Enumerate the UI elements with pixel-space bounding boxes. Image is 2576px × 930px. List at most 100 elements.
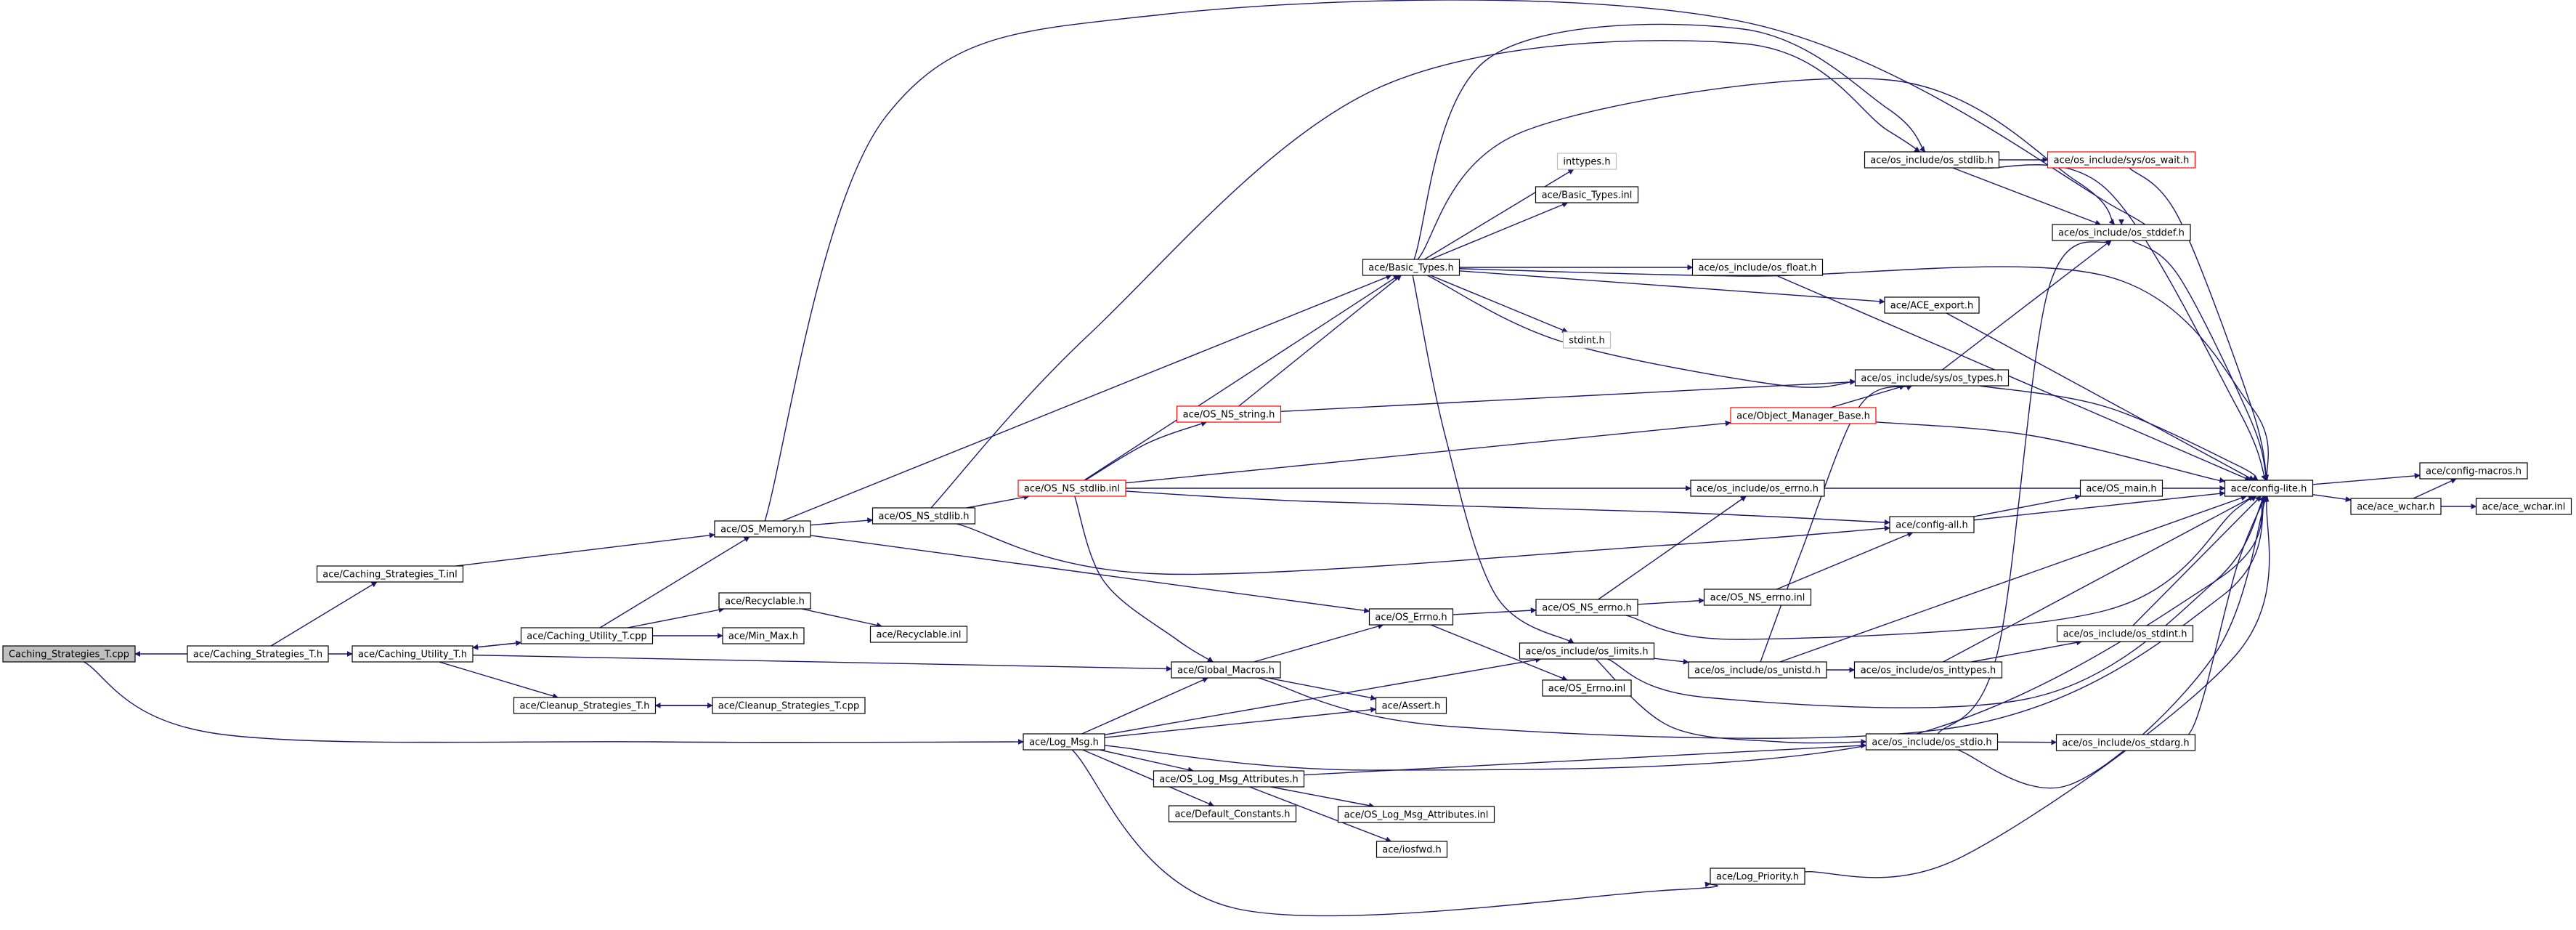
node-stdint-h[interactable]: stdint.h xyxy=(1562,331,1612,349)
node-ace-caching-strategies-t-inl[interactable]: ace/Caching_Strategies_T.inl xyxy=(316,565,464,583)
node-ace-cleanup-strategies-t-cpp[interactable]: ace/Cleanup_Strategies_T.cpp xyxy=(712,697,866,714)
node-label: ace/Caching_Strategies_T.inl xyxy=(322,570,457,581)
node-ace-os-include-sys-os-wait-h[interactable]: ace/os_include/sys/os_wait.h xyxy=(2047,151,2196,169)
edge-n10-to-n16 xyxy=(810,535,1370,614)
node-ace-ace-wchar-h[interactable]: ace/ace_wchar.h xyxy=(2350,498,2442,515)
node-box xyxy=(714,520,811,538)
node-ace-global-macros-h[interactable]: ace/Global_Macros.h xyxy=(1171,661,1281,679)
node-ace-caching-utility-t-cpp[interactable]: ace/Caching_Utility_T.cpp xyxy=(520,627,654,644)
node-ace-assert-h[interactable]: ace/Assert.h xyxy=(1375,697,1447,714)
edge-n44-to-n46 xyxy=(1973,490,2226,521)
edge-n28-to-n46 xyxy=(1946,312,2255,481)
node-ace-cleanup-strategies-t-h[interactable]: ace/Cleanup_Strategies_T.h xyxy=(513,697,657,714)
node-label: ace/iosfwd.h xyxy=(1382,845,1441,856)
node-ace-os-errno-inl[interactable]: ace/OS_Errno.inl xyxy=(1542,679,1632,697)
node-label: ace/os_include/os_stdarg.h xyxy=(2062,738,2189,749)
node-box xyxy=(2,645,136,663)
edge-n16-to-n31 xyxy=(1452,607,1537,615)
node-label: ace/Basic_Types.h xyxy=(1368,263,1453,274)
node-ace-config-macros-h[interactable]: ace/config-macros.h xyxy=(2419,462,2528,480)
node-ace-os-ns-stdlib-inl[interactable]: ace/OS_NS_stdlib.inl xyxy=(1017,480,1126,497)
node-ace-config-lite-h[interactable]: ace/config-lite.h xyxy=(2224,480,2314,497)
edge-n44-to-n45 xyxy=(1973,494,2081,517)
edge-n18-to-n19 xyxy=(1099,749,1194,773)
node-ace-os-errno-h[interactable]: ace/OS_Errno.h xyxy=(1368,608,1454,626)
node-ace-iosfwd-h[interactable]: ace/iosfwd.h xyxy=(1376,841,1448,858)
edge-n12-to-n23 xyxy=(1084,275,1399,481)
node-label: ace/OS_NS_errno.inl xyxy=(1710,593,1805,604)
node-ace-os-include-os-stdarg-h[interactable]: ace/os_include/os_stdarg.h xyxy=(2055,734,2196,751)
node-ace-default-constants-h[interactable]: ace/Default_Constants.h xyxy=(1168,805,1297,822)
node-ace-config-all-h[interactable]: ace/config-all.h xyxy=(1889,516,1975,533)
node-ace-object-manager-base-h[interactable]: ace/Object_Manager_Base.h xyxy=(1730,407,1877,424)
node-box xyxy=(1168,805,1297,822)
node-box xyxy=(316,565,464,583)
node-ace-os-include-os-stdlib-h[interactable]: ace/os_include/os_stdlib.h xyxy=(1864,151,2000,169)
edge-n2-to-n10 xyxy=(455,532,715,567)
node-ace-os-include-os-stdint-h[interactable]: ace/os_include/os_stdint.h xyxy=(2056,625,2194,642)
node-ace-os-include-os-errno-h[interactable]: ace/os_include/os_errno.h xyxy=(1690,480,1825,497)
edge-n31-to-n30 xyxy=(1598,496,1747,600)
edge-n31-to-n46 xyxy=(1625,495,2257,640)
node-ace-ace-export-h[interactable]: ace/ACE_export.h xyxy=(1884,296,1980,314)
node-ace-basic-types-h[interactable]: ace/Basic_Types.h xyxy=(1362,259,1460,276)
node-box xyxy=(1171,661,1281,679)
edge-n37-to-n46 xyxy=(1957,496,2268,789)
node-ace-os-include-os-inttypes-h[interactable]: ace/os_include/os_inttypes.h xyxy=(1853,661,2003,679)
node-box xyxy=(1690,480,1825,497)
node-ace-caching-utility-t-h[interactable]: ace/Caching_Utility_T.h xyxy=(352,645,474,663)
node-caching-strategies-t-cpp[interactable]: Caching_Strategies_T.cpp xyxy=(2,645,136,663)
node-ace-os-main-h[interactable]: ace/OS_main.h xyxy=(2079,480,2163,497)
edge-n18-to-n15 xyxy=(1104,706,1377,738)
node-box xyxy=(2224,480,2314,497)
node-box xyxy=(718,592,811,610)
node-ace-basic-types-inl[interactable]: ace/Basic_Types.inl xyxy=(1535,186,1639,203)
node-box xyxy=(1535,599,1638,616)
node-label: ace/OS_Log_Msg_Attributes.h xyxy=(1159,775,1298,785)
node-box xyxy=(1362,259,1460,276)
node-label: ace/os_include/sys/os_types.h xyxy=(1861,373,2002,384)
node-ace-recyclable-inl[interactable]: ace/Recyclable.inl xyxy=(869,626,968,643)
node-ace-ace-wchar-inl[interactable]: ace/ace_wchar.inl xyxy=(2475,498,2572,515)
edge-n14-to-n15 xyxy=(1267,677,1377,701)
node-ace-os-include-os-float-h[interactable]: ace/os_include/os_float.h xyxy=(1691,259,1824,276)
edge-n33-to-n34 xyxy=(1654,658,1689,665)
node-ace-os-ns-errno-h[interactable]: ace/OS_NS_errno.h xyxy=(1535,599,1638,616)
node-label: ace/os_include/os_limits.h xyxy=(1525,647,1648,658)
node-box xyxy=(712,697,866,714)
node-ace-min-max-h[interactable]: ace/Min_Max.h xyxy=(722,627,805,644)
node-box xyxy=(2079,480,2163,497)
node-label: ace/os_include/sys/os_wait.h xyxy=(2054,155,2190,166)
node-ace-os-include-os-limits-h[interactable]: ace/os_include/os_limits.h xyxy=(1519,642,1655,660)
node-ace-log-priority-h[interactable]: ace/Log_Priority.h xyxy=(1710,868,1805,885)
node-box xyxy=(2475,498,2572,515)
edge-n12-to-n13 xyxy=(1085,421,1207,481)
node-ace-os-include-os-unistd-h[interactable]: ace/os_include/os_unistd.h xyxy=(1688,661,1827,679)
node-ace-caching-strategies-t-h[interactable]: ace/Caching_Strategies_T.h xyxy=(187,645,329,663)
node-box xyxy=(1562,331,1612,349)
node-ace-os-include-sys-os-types-h[interactable]: ace/os_include/sys/os_types.h xyxy=(1854,369,2010,387)
node-ace-recyclable-h[interactable]: ace/Recyclable.h xyxy=(718,592,811,610)
edge-n12-to-n14 xyxy=(1074,496,1214,663)
node-ace-os-memory-h[interactable]: ace/OS_Memory.h xyxy=(714,520,811,538)
node-ace-os-log-msg-attributes-h[interactable]: ace/OS_Log_Msg_Attributes.h xyxy=(1153,770,1305,788)
node-ace-os-ns-stdlib-h[interactable]: ace/OS_NS_stdlib.h xyxy=(871,507,976,525)
edge-n46-to-n47 xyxy=(2312,493,2352,503)
edge-n41-to-n46 xyxy=(2129,167,2270,481)
edge-n42-to-n46 xyxy=(2132,240,2269,481)
node-label: ace/OS_main.h xyxy=(2086,484,2156,495)
edge-n35-to-n46 xyxy=(1943,496,2255,663)
node-ace-os-include-os-stdio-h[interactable]: ace/os_include/os_stdio.h xyxy=(1865,733,1999,751)
node-ace-os-ns-string-h[interactable]: ace/OS_NS_string.h xyxy=(1176,405,1282,423)
edge-n43-to-n42 xyxy=(1941,240,2112,371)
node-layer: Caching_Strategies_T.cpp ace/Caching_Stra… xyxy=(2,151,2572,885)
edge-n3-to-n8 xyxy=(439,661,559,699)
node-ace-os-include-os-stddef-h[interactable]: ace/os_include/os_stddef.h xyxy=(2052,224,2191,241)
node-ace-os-ns-errno-inl[interactable]: ace/OS_NS_errno.inl xyxy=(1703,589,1812,606)
edge-n47-to-n48 xyxy=(2413,478,2457,499)
node-ace-log-msg-h[interactable]: ace/Log_Msg.h xyxy=(1023,733,1105,751)
node-ace-os-log-msg-attributes-inl[interactable]: ace/OS_Log_Msg_Attributes.inl xyxy=(1337,806,1495,823)
node-inttypes-h[interactable]: inttypes.h xyxy=(1556,153,1617,170)
edge-n23-to-n26 xyxy=(1430,275,1569,333)
node-label: ace/os_include/os_errno.h xyxy=(1697,484,1819,495)
